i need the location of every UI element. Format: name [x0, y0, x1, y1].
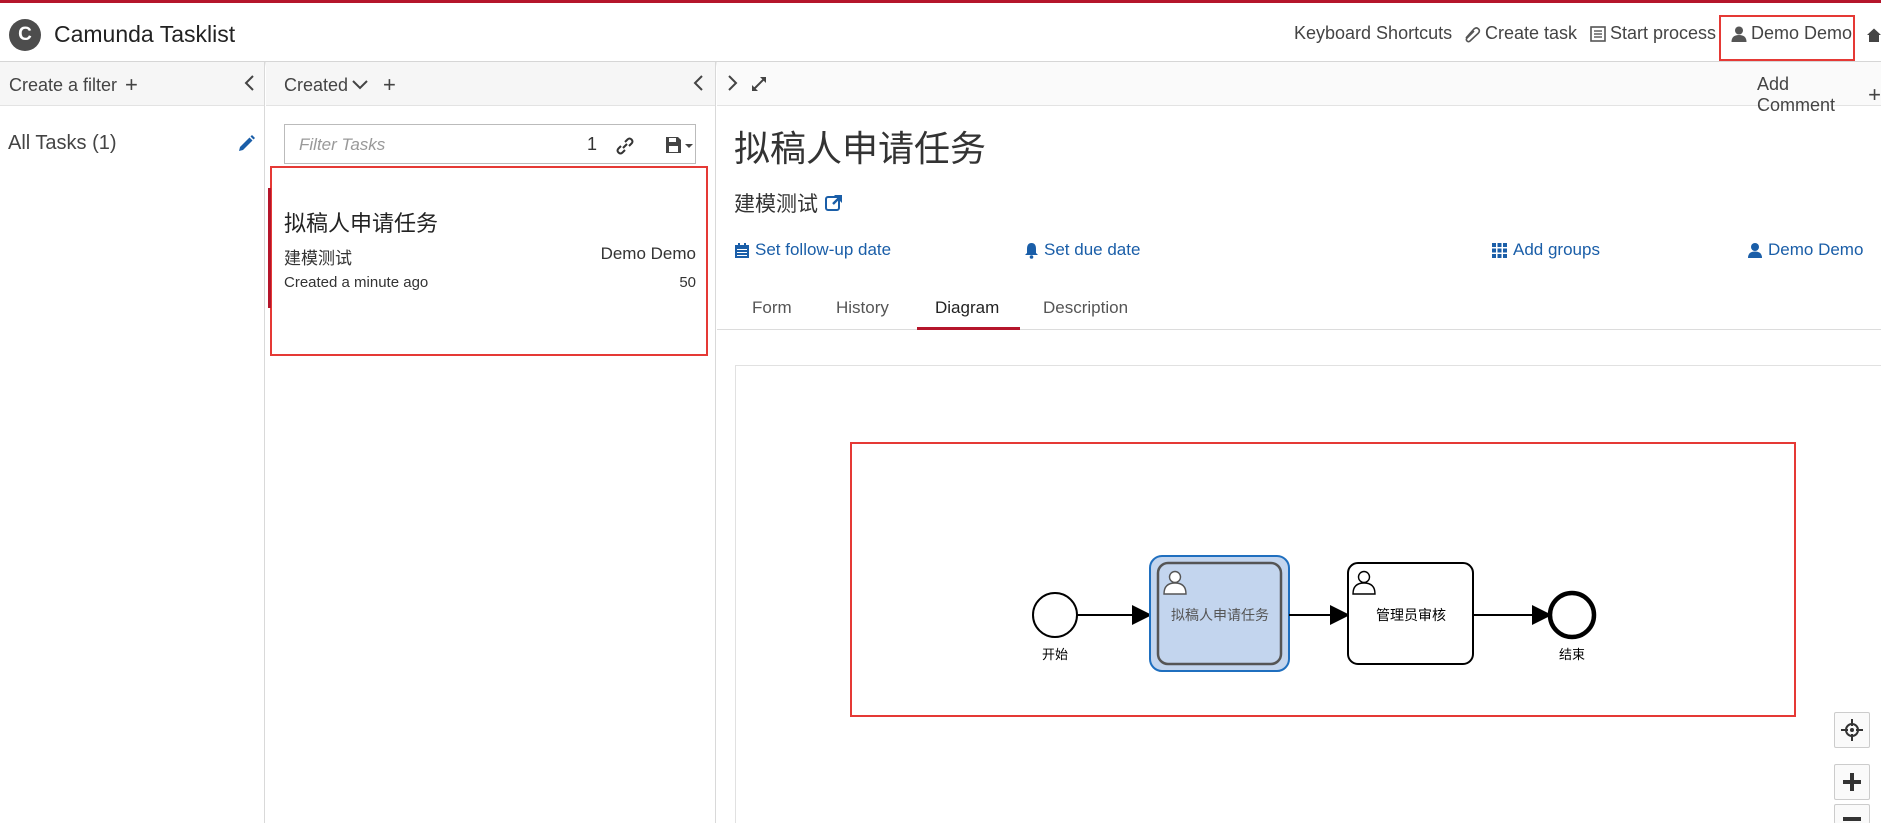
tab-diagram[interactable]: Diagram	[935, 298, 1000, 317]
diagram-panel[interactable]: 开始 拟稿人申请任务 管理员审核	[735, 365, 1881, 823]
paperclip-icon	[1465, 26, 1481, 42]
plus-icon: +	[125, 72, 138, 97]
filter-tasks-placeholder: Filter Tasks	[299, 135, 386, 154]
chevron-right-icon[interactable]	[725, 74, 739, 92]
chevron-left-icon[interactable]	[692, 74, 706, 92]
filters-toolbar: Create a filter +	[0, 62, 264, 106]
user-name: Demo Demo	[1751, 23, 1853, 43]
create-filter-label: Create a filter	[9, 74, 118, 95]
start-process-label: Start process	[1610, 23, 1717, 43]
reset-zoom-button[interactable]	[1834, 712, 1870, 748]
zoom-in-button[interactable]	[1834, 764, 1870, 800]
user-task-icon	[1352, 570, 1376, 595]
create-filter-button[interactable]: Create a filter +	[9, 74, 138, 96]
start-process-link[interactable]: Start process	[1589, 23, 1716, 44]
task-title: 拟稿人申请任务	[734, 128, 987, 169]
sort-dropdown[interactable]: Created +	[284, 74, 396, 96]
process-name: 建模测试	[734, 193, 818, 216]
task-process-name: 建模测试	[284, 249, 352, 268]
chevron-left-icon[interactable]	[243, 74, 257, 92]
home-icon[interactable]	[1866, 27, 1881, 43]
start-event-label: 开始	[1042, 648, 1068, 663]
user-task-label: 管理员审核	[1376, 608, 1446, 624]
user-task-active[interactable]: 拟稿人申请任务	[1149, 555, 1290, 672]
set-due-date-label: Set due date	[1044, 240, 1141, 259]
task-detail-column: Add Comment + 拟稿人申请任务 建模测试 Set follow-up…	[717, 62, 1881, 823]
add-groups-label: Add groups	[1513, 240, 1600, 259]
user-icon	[1731, 26, 1747, 42]
assignee-label: Demo Demo	[1768, 240, 1864, 259]
filter-item-all-tasks[interactable]: All Tasks (1)	[8, 132, 117, 154]
sort-label: Created	[284, 74, 349, 95]
add-sort-icon[interactable]: +	[383, 72, 396, 97]
start-event[interactable]: 开始	[1032, 592, 1078, 663]
user-task-icon	[1163, 570, 1187, 595]
task-list-item[interactable]: 拟稿人申请任务 建模测试 Demo Demo Created a minute …	[268, 166, 708, 356]
end-event-label: 结束	[1559, 648, 1585, 663]
filter-task-count: 1	[587, 134, 598, 154]
filter-tasks-input[interactable]: Filter Tasks 1	[284, 124, 696, 164]
crosshair-icon	[1841, 719, 1863, 741]
link-icon[interactable]	[615, 136, 635, 156]
expand-icon[interactable]	[750, 75, 768, 93]
user-task[interactable]: 管理员审核	[1347, 562, 1474, 665]
camunda-logo[interactable]: C	[9, 19, 41, 51]
plus-icon: +	[1868, 82, 1881, 107]
pencil-icon[interactable]	[236, 134, 256, 154]
zoom-out-button[interactable]	[1834, 804, 1870, 823]
task-name: 拟稿人申请任务	[284, 211, 439, 236]
set-due-date-button[interactable]: Set due date	[1024, 240, 1140, 260]
filters-column: Create a filter + All Tasks (1)	[0, 62, 265, 823]
task-selected-accent	[268, 188, 271, 308]
save-icon[interactable]	[665, 136, 695, 154]
task-list-toolbar: Created +	[266, 62, 715, 106]
tab-description[interactable]: Description	[1043, 298, 1129, 317]
task-created-time: Created a minute ago	[284, 274, 429, 291]
task-priority: 50	[679, 274, 696, 291]
keyboard-shortcuts-link[interactable]: Keyboard Shortcuts	[1294, 23, 1452, 44]
chevron-down-icon	[352, 80, 368, 90]
bpmn-diagram[interactable]: 开始 拟稿人申请任务 管理员审核	[736, 366, 1881, 823]
add-comment-button[interactable]: Add Comment +	[1757, 74, 1881, 116]
task-list-column: Created + Filter Tasks 1 拟稿人申请任务 建模测试 De…	[266, 62, 716, 823]
user-menu-highlight	[1719, 15, 1855, 61]
task-detail-toolbar: Add Comment +	[717, 62, 1881, 115]
bell-icon	[1025, 242, 1038, 259]
add-groups-button[interactable]: Add groups	[1491, 240, 1600, 260]
set-follow-up-date-button[interactable]: Set follow-up date	[734, 240, 891, 260]
tab-form[interactable]: Form	[752, 298, 792, 317]
minus-icon	[1843, 816, 1861, 821]
app-header: C Camunda Tasklist Keyboard Shortcuts Cr…	[0, 0, 1881, 62]
create-task-label: Create task	[1485, 23, 1578, 43]
active-tab-underline	[917, 327, 1020, 330]
create-task-link[interactable]: Create task	[1462, 23, 1577, 44]
external-link-icon	[825, 195, 842, 211]
keyboard-shortcuts-label: Keyboard Shortcuts	[1294, 23, 1453, 43]
calendar-icon	[735, 242, 749, 258]
tab-history[interactable]: History	[836, 298, 889, 317]
list-document-icon	[1590, 25, 1606, 42]
task-assignee: Demo Demo	[600, 244, 696, 263]
set-follow-up-date-label: Set follow-up date	[755, 240, 892, 259]
grid-icon	[1492, 242, 1507, 258]
task-detail-tabs: Form History Diagram Description	[717, 286, 1881, 330]
user-menu[interactable]: Demo Demo	[1730, 23, 1852, 44]
process-name-link[interactable]: 建模测试	[734, 188, 844, 218]
plus-icon	[1843, 773, 1861, 791]
app-title[interactable]: Camunda Tasklist	[54, 21, 236, 47]
user-icon	[1748, 242, 1762, 258]
user-task-active-label: 拟稿人申请任务	[1171, 608, 1269, 624]
end-event[interactable]: 结束	[1547, 590, 1597, 663]
add-comment-label: Add Comment	[1757, 74, 1836, 115]
assignee-button[interactable]: Demo Demo	[1747, 240, 1863, 260]
